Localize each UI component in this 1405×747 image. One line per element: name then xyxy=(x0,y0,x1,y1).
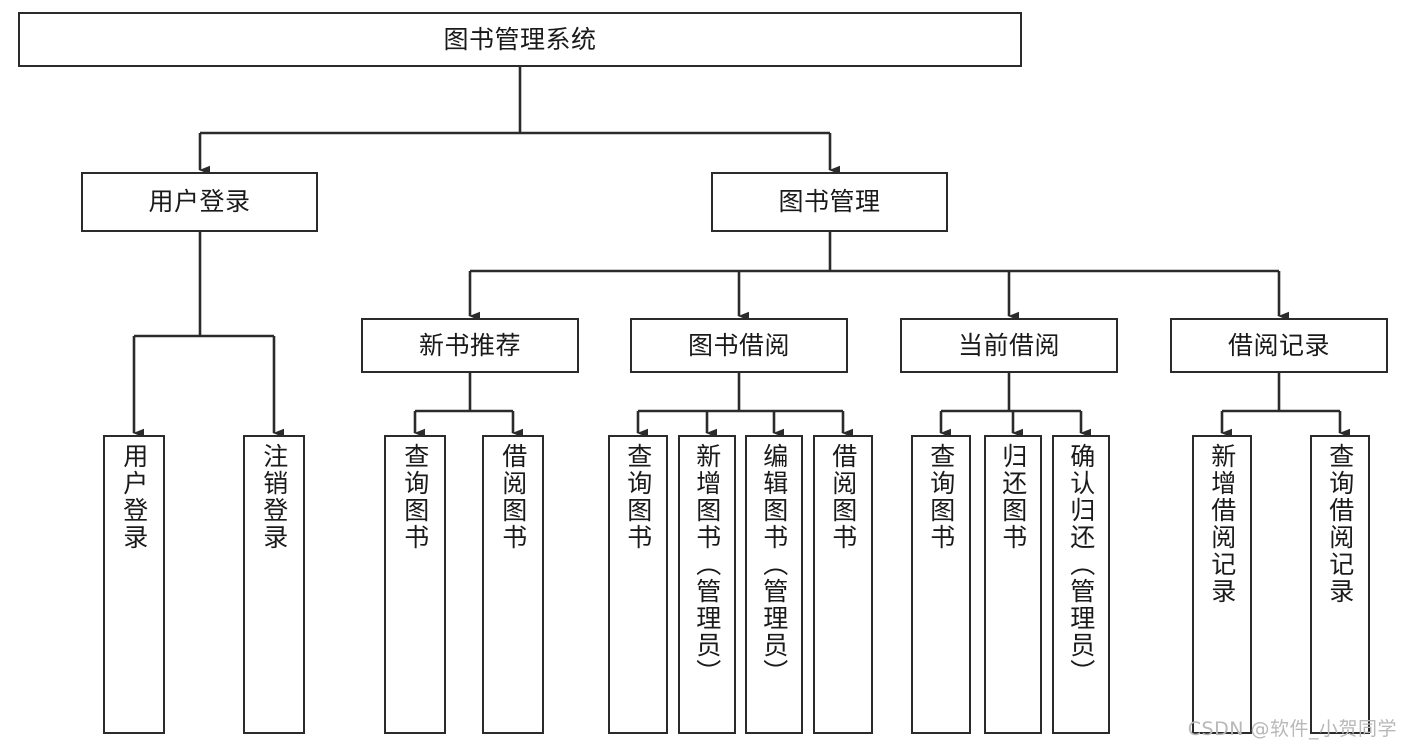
node-leaf-add-borrow-record[interactable]: 新增借阅记录 xyxy=(1192,435,1252,734)
node-new-book-recommend[interactable]: 新书推荐 xyxy=(361,318,579,373)
node-leaf-edit-book-admin[interactable]: 编辑图书（管理员） xyxy=(745,435,803,734)
node-leaf-borrow-book[interactable]: 借阅图书 xyxy=(813,435,873,734)
node-leaf-user-login-label: 用户登录 xyxy=(119,443,149,551)
node-borrow-records-label: 借阅记录 xyxy=(1227,330,1330,360)
node-user-login[interactable]: 用户登录 xyxy=(81,172,318,232)
node-root[interactable]: 图书管理系统 xyxy=(18,12,1022,67)
node-book-borrow-label: 图书借阅 xyxy=(687,330,790,360)
node-leaf-query-book-rec[interactable]: 查询图书 xyxy=(384,435,446,734)
node-book-borrow[interactable]: 图书借阅 xyxy=(630,318,848,373)
node-leaf-edit-book-admin-label: 编辑图书（管理员） xyxy=(759,443,789,686)
node-book-management[interactable]: 图书管理 xyxy=(711,172,948,232)
node-user-login-label: 用户登录 xyxy=(148,187,251,216)
node-leaf-confirm-return-admin[interactable]: 确认归还（管理员） xyxy=(1052,435,1110,734)
node-root-label: 图书管理系统 xyxy=(443,24,597,54)
node-leaf-return-book-label: 归还图书 xyxy=(998,443,1028,551)
node-leaf-borrow-book-rec[interactable]: 借阅图书 xyxy=(482,435,544,734)
node-book-management-label: 图书管理 xyxy=(778,187,881,216)
node-leaf-return-book[interactable]: 归还图书 xyxy=(984,435,1042,734)
node-current-borrow-label: 当前借阅 xyxy=(957,330,1060,360)
node-leaf-query-borrow-record-label: 查询借阅记录 xyxy=(1325,443,1355,605)
node-leaf-user-login[interactable]: 用户登录 xyxy=(103,435,165,734)
node-leaf-confirm-return-admin-label: 确认归还（管理员） xyxy=(1066,443,1096,686)
node-leaf-add-book-admin[interactable]: 新增图书（管理员） xyxy=(678,435,736,734)
node-leaf-borrow-book-label: 借阅图书 xyxy=(828,443,858,551)
node-leaf-user-logout[interactable]: 注销登录 xyxy=(243,435,305,734)
node-leaf-user-logout-label: 注销登录 xyxy=(259,443,289,551)
node-leaf-query-book-current-label: 查询图书 xyxy=(926,443,956,551)
node-leaf-query-book-current[interactable]: 查询图书 xyxy=(911,435,971,734)
node-leaf-query-book-borrow-label: 查询图书 xyxy=(623,443,653,551)
node-leaf-borrow-book-rec-label: 借阅图书 xyxy=(498,443,528,551)
node-leaf-query-book-rec-label: 查询图书 xyxy=(400,443,430,551)
node-leaf-query-book-borrow[interactable]: 查询图书 xyxy=(608,435,668,734)
node-leaf-add-book-admin-label: 新增图书（管理员） xyxy=(692,443,722,686)
node-new-book-recommend-label: 新书推荐 xyxy=(418,330,521,360)
node-leaf-query-borrow-record[interactable]: 查询借阅记录 xyxy=(1310,435,1370,734)
node-leaf-add-borrow-record-label: 新增借阅记录 xyxy=(1207,443,1237,605)
node-borrow-records[interactable]: 借阅记录 xyxy=(1170,318,1388,373)
node-current-borrow[interactable]: 当前借阅 xyxy=(900,318,1118,373)
